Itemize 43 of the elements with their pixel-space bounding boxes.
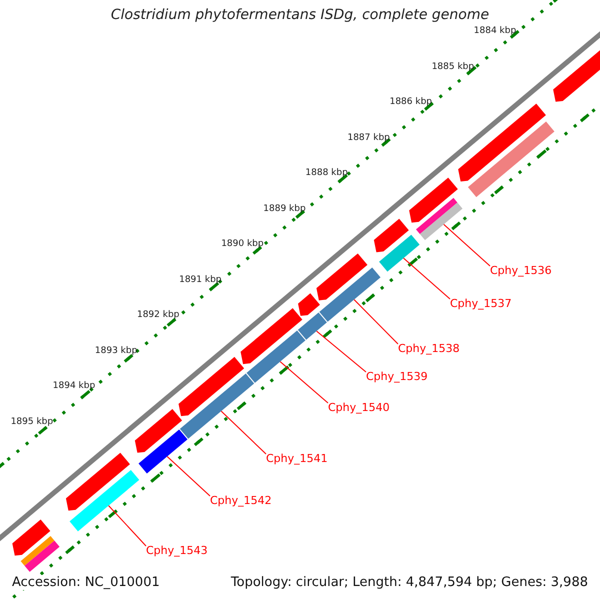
gene-bar xyxy=(20,536,54,566)
leader-line xyxy=(316,330,366,372)
gene-bar xyxy=(66,452,130,511)
gene-bar xyxy=(374,218,409,252)
scale-label: 1887 kbp xyxy=(346,134,391,142)
gene-label: Cphy_1536 xyxy=(490,265,552,276)
scale-label: 1891 kbp xyxy=(178,276,222,284)
leader-line xyxy=(354,299,398,344)
leader-line xyxy=(403,258,450,300)
gene-bar xyxy=(298,312,327,340)
gene-bar xyxy=(316,253,368,300)
gene-bar xyxy=(416,198,458,234)
scale-label: 1894 kbp xyxy=(52,382,96,391)
scale-label: 1892 kbp xyxy=(136,311,180,320)
leader-line xyxy=(220,410,266,454)
gene-bar xyxy=(134,409,182,453)
scale-label: 1889 kbp xyxy=(262,204,307,214)
leader-line xyxy=(443,224,490,266)
gene-bar xyxy=(409,178,458,223)
gene-bar xyxy=(240,308,302,364)
footer-text: Topology: circular; Length: 4,847,594 bp; Genes: 3,988 xyxy=(228,575,590,590)
scale-label: 1895 kbp xyxy=(10,418,54,426)
gene-label: Cphy_1543 xyxy=(146,545,208,556)
gene-label: Cphy_1537 xyxy=(450,298,512,309)
gene-label: Cphy_1541 xyxy=(266,453,328,464)
gene-bar xyxy=(12,520,50,556)
scale-label: 1890 kbp xyxy=(220,240,265,249)
gene-bar xyxy=(178,356,244,416)
gene-label: Cphy_1540 xyxy=(328,402,390,413)
scale-label: 1888 kbp xyxy=(304,169,349,178)
footer-text: Accession: NC_010001 xyxy=(10,575,162,590)
gene-label: Cphy_1539 xyxy=(366,371,428,382)
leader-line xyxy=(108,505,146,546)
scale-label: 1884 kbp xyxy=(472,27,518,36)
gene-label: Cphy_1542 xyxy=(210,495,272,506)
title: Clostridium phytofermentans ISDg, complete genome xyxy=(110,8,490,22)
scale-label: 1893 kbp xyxy=(94,346,138,356)
gene-bar xyxy=(458,104,546,182)
scale-label: 1885 kbp xyxy=(430,62,476,72)
leader-line xyxy=(166,456,210,496)
leader-line xyxy=(280,361,328,404)
gene-label: Cphy_1538 xyxy=(398,343,460,354)
scale-label: 1886 kbp xyxy=(388,98,433,107)
